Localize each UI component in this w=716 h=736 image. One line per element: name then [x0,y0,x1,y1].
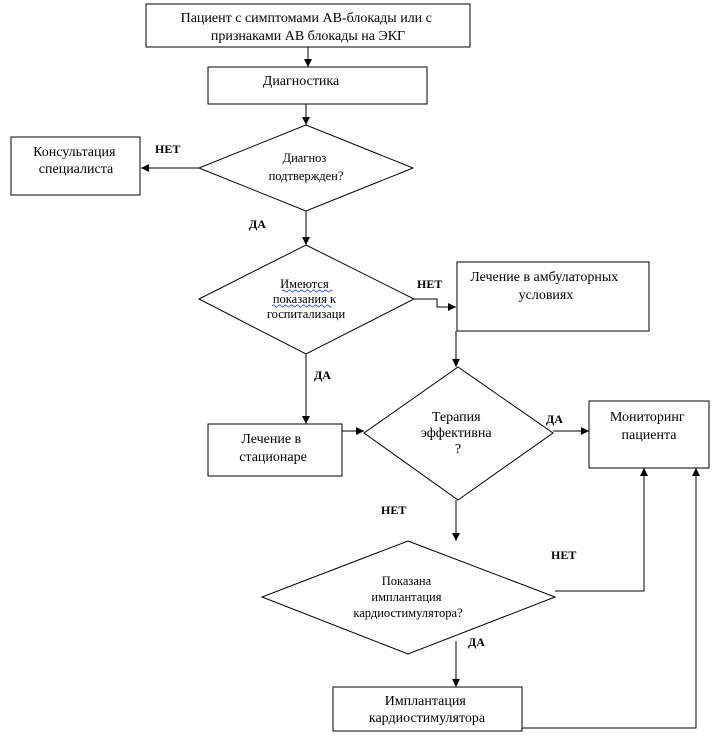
edge-label-yes-inpatient: ДА [314,368,331,382]
outpatient-box [456,261,650,332]
start-line-2: признаками АВ блокады на ЭКГ [211,29,405,44]
hosp-indicated-line-3: госпитализаци [267,307,346,321]
outpatient-text: Лечение в амбулаторных условиях [470,270,622,303]
monitoring-text: Мониторинг пациента [610,410,688,443]
consult-text: Консультация специалиста [33,145,119,177]
pacemaker-indicated-line-3: кардиостимулятора? [353,606,463,620]
therapy-effective-line-3: ? [455,442,461,457]
diag-confirmed-text: Диагноз подтвержден? [269,151,344,183]
diagnostics-text: Диагностика [263,74,340,89]
inpatient-line-2: стационаре [239,450,307,465]
implant-line-1: Имплантация [385,694,467,709]
monitoring-line-1: Мониторинг [610,410,685,425]
monitoring-box [588,400,710,469]
outpatient-line-1: Лечение в амбулаторных [470,270,618,285]
hosp-indicated-line-2: показания к [273,292,337,306]
diagnostics-box [207,66,428,105]
edge-pacemaker-question-monitoring [555,468,648,592]
therapy-effective-text: Терапия эффективна ? [421,410,495,457]
pacemaker-indicated-line-1: Показана [382,574,432,588]
spellcheck-underline-2 [271,304,332,308]
start-text: Пациент с симптомами АВ-блокады или с пр… [181,11,436,44]
inpatient-box [207,423,343,477]
diag-confirmed-diamond [197,124,415,212]
inpatient-text: Лечение в стационаре [239,432,307,465]
edge-label-no-pacemaker-question: НЕТ [381,503,406,517]
consult-line-1: Консультация [33,145,116,160]
start-box [145,3,471,48]
therapy-effective-diamond [363,366,554,501]
edge-hosp-outpatient [414,298,456,311]
outpatient-line-2: условиях [519,288,574,303]
pacemaker-indicated-text: Показана имплантация кардиостимулятора? [353,574,463,620]
edge-label-yes-hosp: ДА [249,217,266,231]
pacemaker-indicated-line-2: имплантация [371,590,441,604]
edge-label-no-consult: НЕТ [155,142,180,156]
hosp-indicated-text: Имеются показания к госпитализаци [267,277,346,321]
implant-line-2: кардиостимулятора [369,711,486,726]
edge-label-no-monitoring: НЕТ [551,548,576,562]
start-line-1: Пациент с симптомами АВ-блокады или с [181,11,432,26]
edge-label-no-outpatient: НЕТ [417,277,442,291]
pacemaker-indicated-diamond [260,540,557,655]
implant-text: Имплантация кардиостимулятора [369,694,486,726]
edge-label-yes-implant: ДА [468,635,485,649]
consult-box [10,136,141,196]
hosp-indicated-diamond [197,244,416,355]
hosp-indicated-line-1: Имеются [280,277,329,291]
diag-confirmed-line-2: подтвержден? [269,169,344,183]
monitoring-line-2: пациента [622,428,678,443]
connectors [141,47,700,729]
implant-box [332,686,523,732]
edge-implant-monitoring [522,468,700,729]
therapy-effective-line-1: Терапия [432,410,481,425]
spellcheck-underline-1 [281,289,333,293]
consult-line-2: специалиста [39,162,114,177]
diagnostics-line-1: Диагностика [263,74,340,89]
edge-label-yes-monitoring: ДА [546,412,563,426]
inpatient-line-1: Лечение в [241,432,301,447]
therapy-effective-line-2: эффективна [421,426,493,441]
diag-confirmed-line-1: Диагноз [283,151,327,165]
